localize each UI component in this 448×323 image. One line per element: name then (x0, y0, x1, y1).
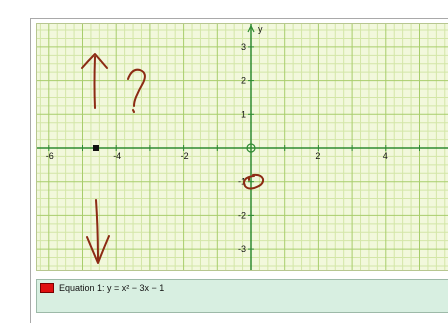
equation-color-swatch[interactable] (40, 283, 54, 293)
graph-marks (92, 143, 256, 153)
x-tick-label: 4 (383, 151, 388, 161)
handwritten-up-arrow (81, 53, 108, 109)
x-tick-label: 2 (315, 151, 320, 161)
y-tick-label: 1 (241, 109, 246, 119)
y-tick-label: 3 (241, 42, 246, 52)
graph-panel[interactable]: -6-4-2244321-1-2-3-4y (36, 23, 448, 271)
x-tick-label: -2 (181, 151, 189, 161)
tick-labels: -6-4-2244321-1-2-3-4y (46, 24, 388, 254)
handwritten-annotations (81, 53, 265, 264)
y-tick-label: -2 (238, 210, 246, 220)
handwritten-question-mark (127, 68, 146, 113)
y-axis-label: y (258, 24, 263, 34)
handwritten-circle (243, 173, 265, 190)
graph-canvas[interactable]: -6-4-2244321-1-2-3-4y (37, 24, 448, 271)
x-tick-label: -4 (113, 151, 121, 161)
equation-legend: Equation 1: y = x² − 3x − 1 (36, 279, 448, 313)
x-tick-label: -6 (46, 151, 54, 161)
equation-label: Equation 1: y = x² − 3x − 1 (59, 283, 165, 293)
axis-ticks (48, 46, 420, 250)
y-tick-label: -3 (238, 244, 246, 254)
handwritten-down-arrow (86, 199, 110, 264)
y-tick-label: 2 (241, 76, 246, 86)
axes (37, 24, 448, 270)
legend-item[interactable]: Equation 1: y = x² − 3x − 1 (40, 283, 164, 293)
origin-marker (246, 143, 256, 153)
y-tick-label: -1 (238, 177, 246, 187)
plotted-point (92, 145, 99, 151)
y-axis-arrow (247, 24, 255, 33)
